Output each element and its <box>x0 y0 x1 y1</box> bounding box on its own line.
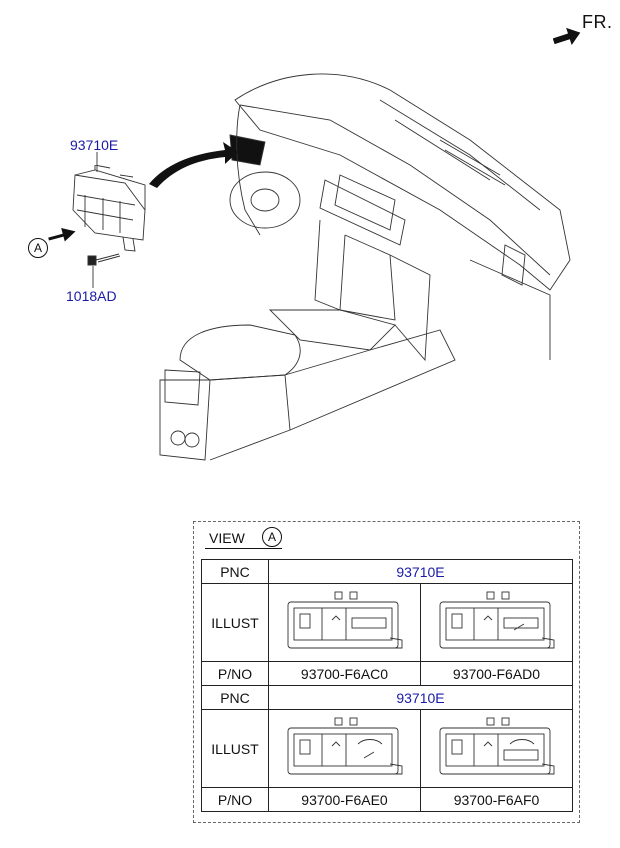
front-direction-arrow-icon <box>553 27 581 45</box>
parts-table: PNC 93710E ILLUST <box>201 559 573 812</box>
table-row: ILLUST <box>201 583 573 662</box>
part-number-ac0: 93700-F6AC0 <box>268 661 421 686</box>
part-number-af0: 93700-F6AF0 <box>420 787 573 812</box>
table-row: P/NO 93700-F6AC0 93700-F6AD0 <box>201 661 573 686</box>
row-header-pno: P/NO <box>201 661 269 686</box>
switch-illustration-cell <box>268 709 421 788</box>
switch-variant-af0-illustration <box>439 717 554 774</box>
row-header-pnc: PNC <box>201 685 269 710</box>
screw-part-number: 1018AD <box>66 288 117 304</box>
table-row: PNC 93710E <box>201 685 573 710</box>
view-a-arrow-icon <box>48 227 76 242</box>
row-header-illust: ILLUST <box>201 709 269 788</box>
view-title: VIEW <box>209 530 245 546</box>
table-row: P/NO 93700-F6AE0 93700-F6AF0 <box>201 787 573 812</box>
switch-illustration-cell <box>420 709 573 788</box>
row-header-pnc: PNC <box>201 559 269 584</box>
row-header-illust: ILLUST <box>201 583 269 662</box>
view-a-marker: A <box>28 238 48 258</box>
location-pointer-arrow-icon <box>149 142 238 188</box>
view-title-marker-label: A <box>267 530 276 544</box>
view-title-marker: A <box>262 527 282 547</box>
switch-variant-ad0-illustration <box>439 591 554 648</box>
part-number-ad0: 93700-F6AD0 <box>420 661 573 686</box>
switch-assembly-illustration <box>72 165 146 252</box>
row-header-pno: P/NO <box>201 787 269 812</box>
switch-illustration-cell <box>420 583 573 662</box>
screw-icon <box>87 253 121 266</box>
screw-leader-line <box>92 266 94 288</box>
table-row: ILLUST <box>201 709 573 788</box>
front-direction-label: FR. <box>582 12 613 32</box>
switch-variant-ac0-illustration <box>287 591 402 648</box>
view-title-underline <box>205 548 282 549</box>
dashboard-illustration <box>159 73 571 461</box>
switch-illustration-cell <box>268 583 421 662</box>
switch-leader-line <box>96 152 98 172</box>
pnc-value: 93710E <box>268 685 573 710</box>
pnc-value: 93710E <box>268 559 573 584</box>
view-a-marker-label: A <box>33 241 42 255</box>
switch-part-number: 93710E <box>70 137 119 153</box>
part-number-ae0: 93700-F6AE0 <box>268 787 421 812</box>
switch-variant-ae0-illustration <box>287 717 402 774</box>
table-row: PNC 93710E <box>201 559 573 584</box>
view-a-panel <box>193 521 580 823</box>
